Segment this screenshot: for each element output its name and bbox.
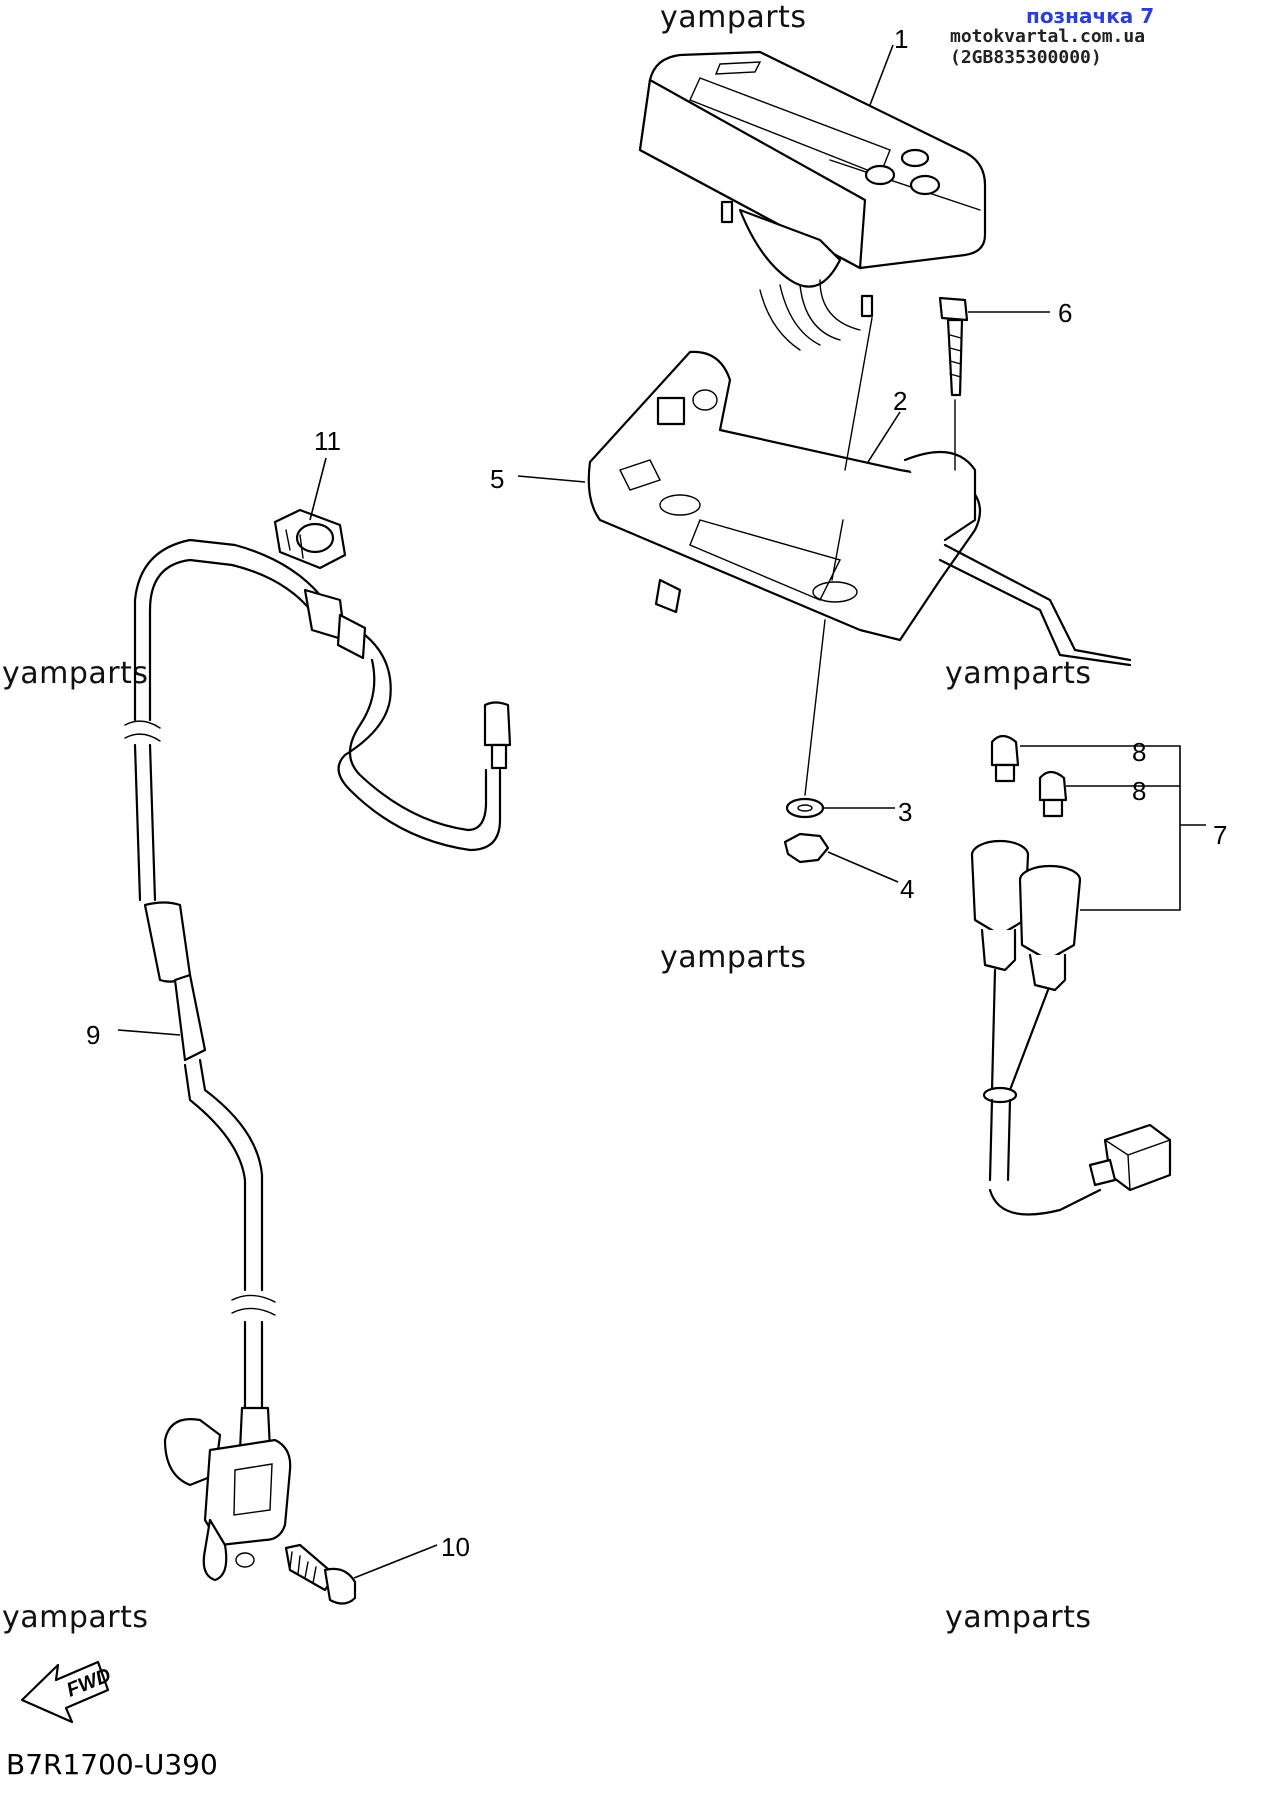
callout-2: 2 xyxy=(893,386,908,416)
callout-6: 6 xyxy=(1058,298,1073,328)
callout-1: 1 xyxy=(894,24,909,54)
fwd-arrow-icon: FWD xyxy=(20,1660,114,1724)
clamp-11 xyxy=(273,508,347,570)
callout-8a: 8 xyxy=(1132,737,1147,767)
watermark: yamparts xyxy=(945,1600,1092,1635)
diagram-code: B7R1700-U390 xyxy=(6,1748,218,1781)
watermark: yamparts xyxy=(2,656,149,691)
callout-8b: 8 xyxy=(1132,776,1147,806)
mark-label: позначка 7 xyxy=(1026,4,1155,28)
meter-assembly xyxy=(638,50,987,351)
bolt-10 xyxy=(284,1543,357,1605)
bracket-5 xyxy=(587,350,1132,667)
washer-3 xyxy=(785,797,825,819)
bolt-6 xyxy=(938,296,969,397)
watermark: yamparts xyxy=(660,0,807,35)
callout-11: 11 xyxy=(314,426,341,456)
callout-4: 4 xyxy=(900,874,915,904)
callout-7: 7 xyxy=(1213,820,1228,850)
watermark: yamparts xyxy=(2,1600,149,1635)
callout-10: 10 xyxy=(441,1532,470,1562)
sensor-cable-9 xyxy=(124,538,512,1412)
callout-9: 9 xyxy=(86,1020,101,1050)
watermark: yamparts xyxy=(660,940,807,975)
watermark: yamparts xyxy=(945,656,1092,691)
nut-4 xyxy=(783,832,830,864)
bulb-8b xyxy=(1038,770,1068,818)
callout-5: 5 xyxy=(490,464,505,494)
speed-sensor xyxy=(163,1406,292,1582)
socket-assembly-7 xyxy=(970,839,1172,1216)
callout-3: 3 xyxy=(898,797,913,827)
site-label: motokvartal.com.ua (2GB835300000) xyxy=(950,26,1146,68)
bulb-8a xyxy=(990,734,1020,783)
